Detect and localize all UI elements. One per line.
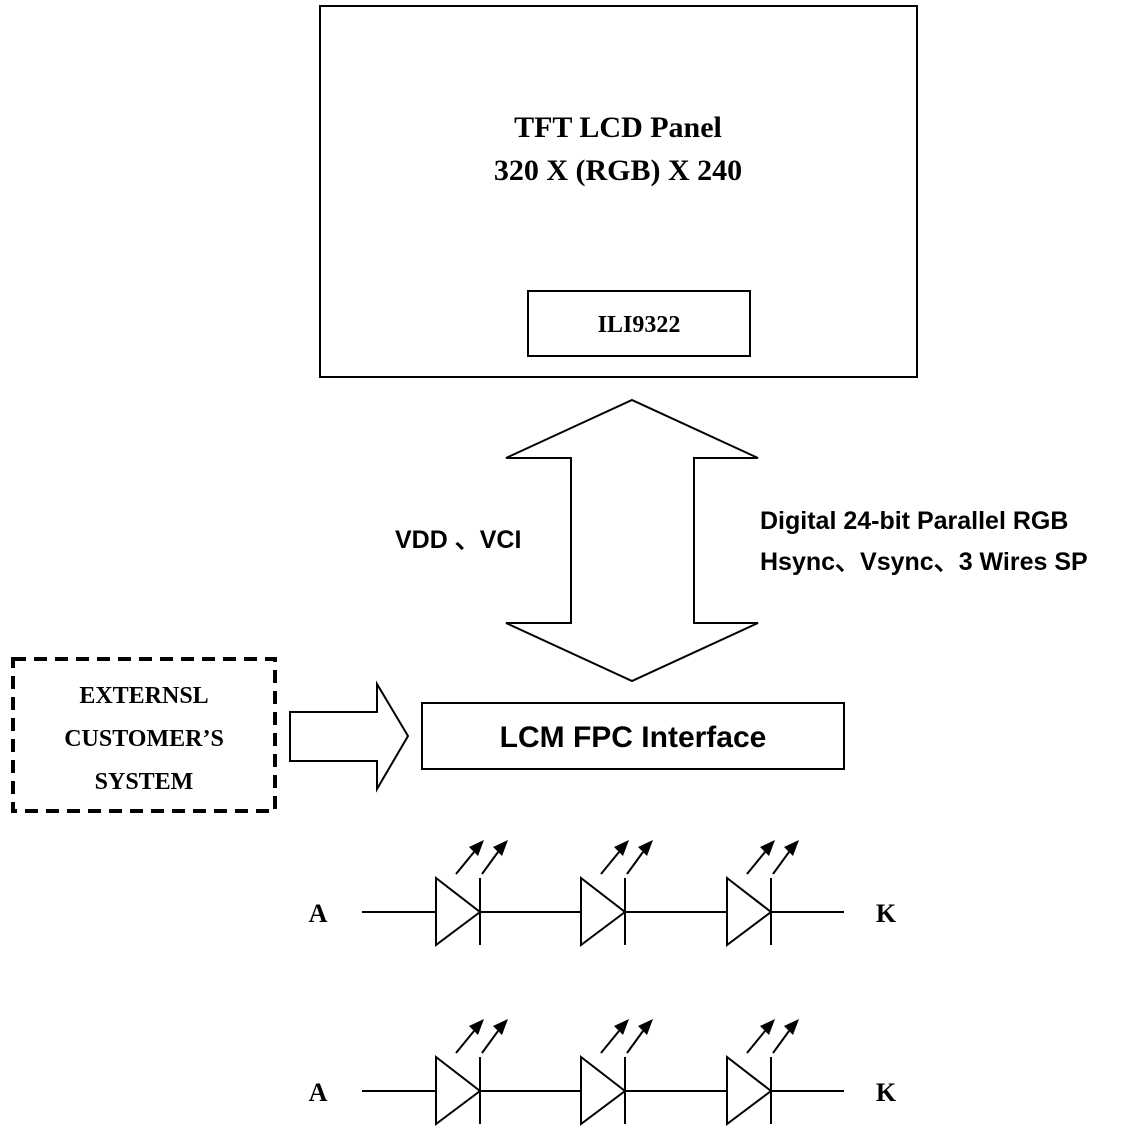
led-diode-1 <box>435 1019 508 1126</box>
external-system-box <box>11 657 277 813</box>
power-label: VDD 、VCI <box>395 526 521 554</box>
led-diode-3 <box>726 840 799 947</box>
led-string-1: A K <box>309 840 897 947</box>
anode-label: A <box>309 899 328 928</box>
led-diode-2 <box>580 840 653 947</box>
led-string-2: A K <box>309 1019 897 1126</box>
lcd-panel-box <box>319 5 918 378</box>
driver-ic-label: ILI9322 <box>598 312 681 338</box>
panel-title-line1: TFT LCD Panel <box>514 111 722 144</box>
cathode-label: K <box>876 899 897 928</box>
led-diode-3 <box>726 1019 799 1126</box>
external-system-line2: CUSTOMER’S <box>64 726 224 752</box>
fpc-interface-box <box>421 702 845 770</box>
signal-label-line1: Digital 24-bit Parallel RGB <box>760 507 1068 535</box>
led-diode-1 <box>435 840 508 947</box>
external-system-line3: SYSTEM <box>95 769 194 795</box>
input-arrow <box>289 680 410 793</box>
fpc-interface-label: LCM FPC Interface <box>500 721 767 754</box>
signal-label-line2: Hsync、Vsync、3 Wires SP <box>760 548 1088 576</box>
driver-ic-box <box>527 290 751 357</box>
external-system-line1: EXTERNSL <box>79 683 208 709</box>
led-diode-2 <box>580 1019 653 1126</box>
panel-title-line2: 320 X (RGB) X 240 <box>494 154 742 187</box>
anode-label: A <box>309 1078 328 1107</box>
bidirectional-arrow <box>505 398 759 683</box>
cathode-label: K <box>876 1078 897 1107</box>
